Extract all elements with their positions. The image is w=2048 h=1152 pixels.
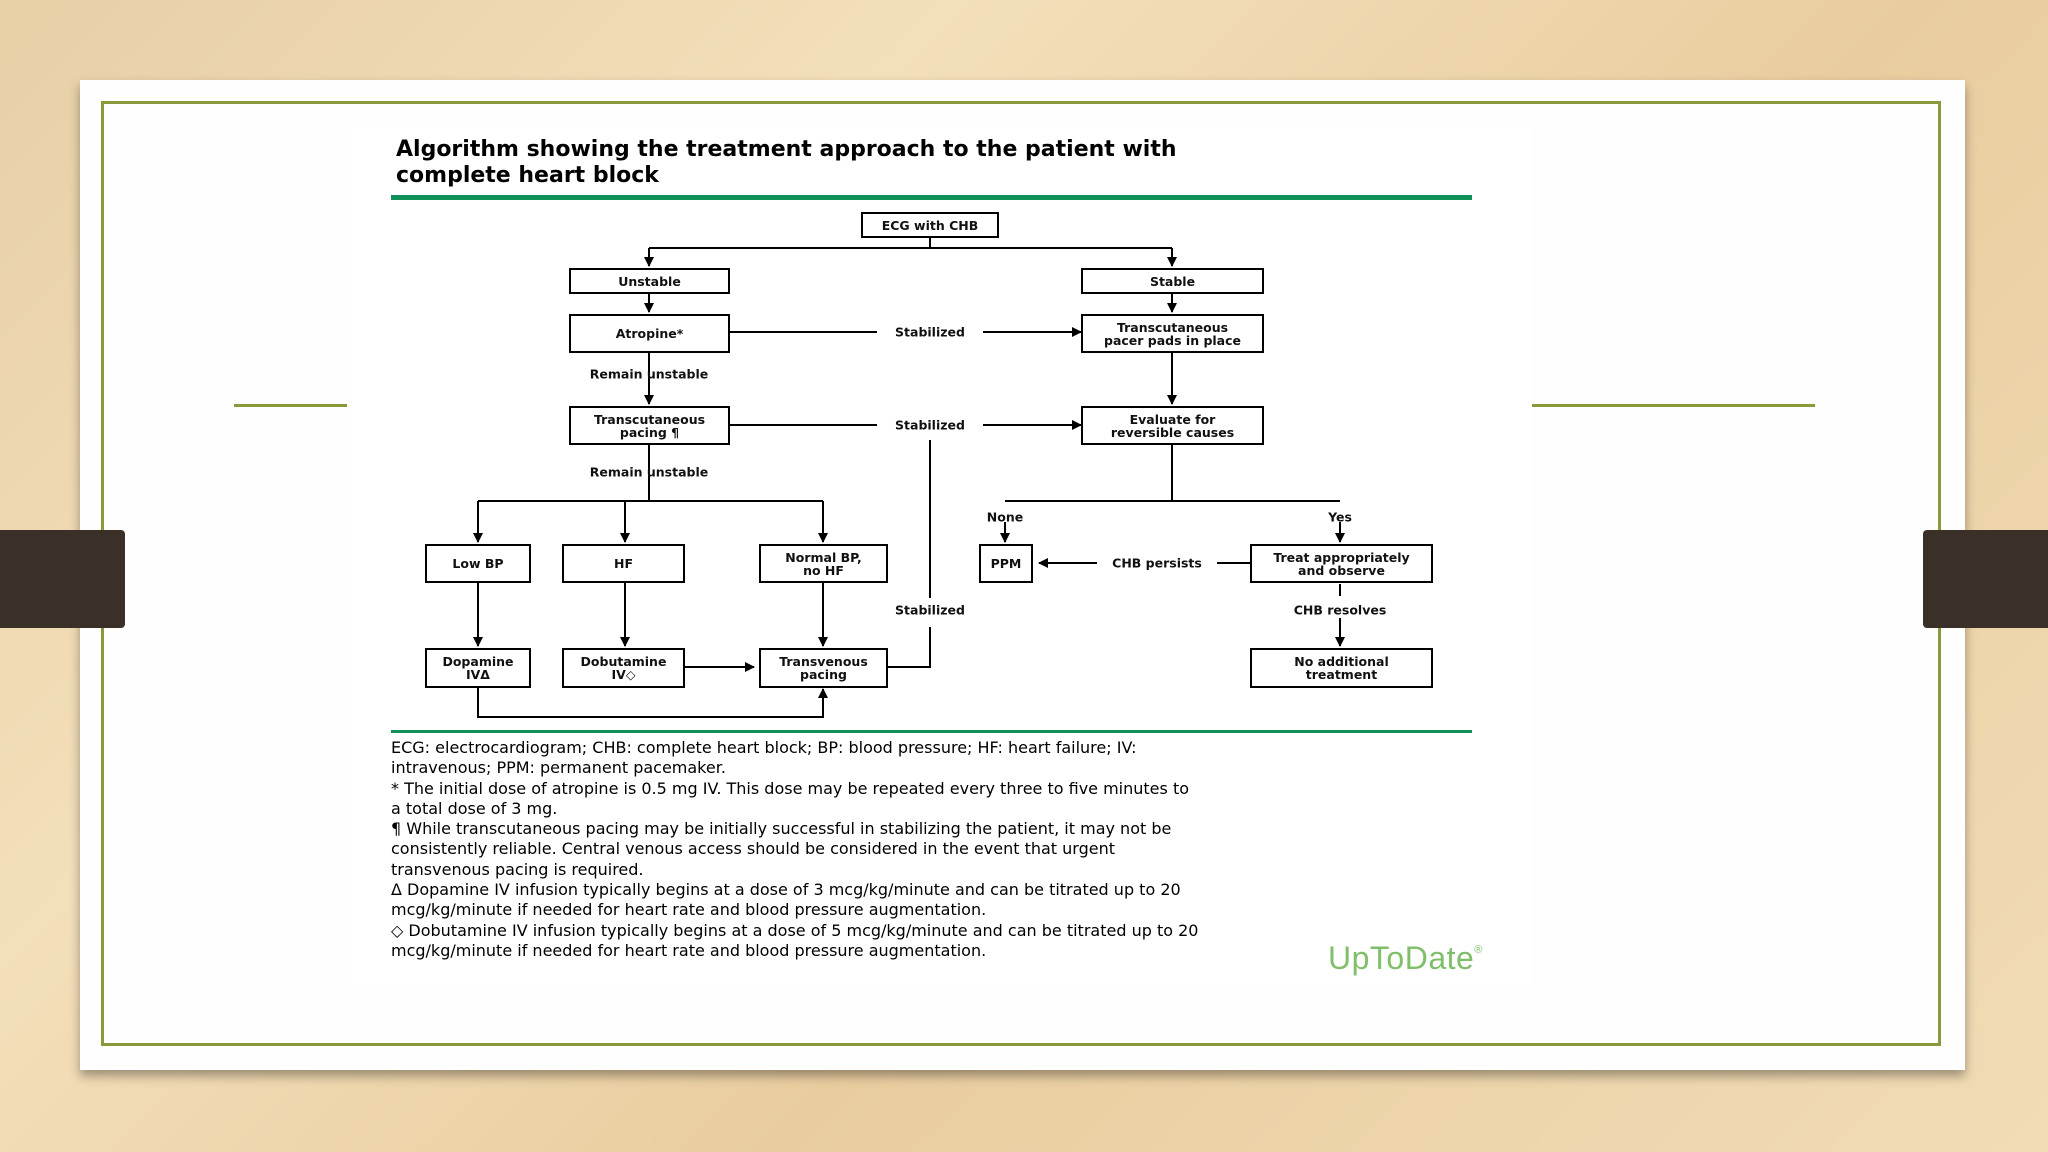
arrow-dopamine-tvpacing (477, 688, 828, 718)
label-yes: Yes (1328, 509, 1352, 525)
node-stable: Stable (1081, 268, 1264, 294)
algorithm-figure: Algorithm showing the treatment approach… (347, 122, 1532, 987)
node-pacer-pads: Transcutaneous pacer pads in place (1081, 314, 1264, 353)
footnote-line: ◇ Dobutamine IV infusion typically begin… (391, 920, 1199, 940)
decorative-line-right (1530, 404, 1815, 407)
label-stabilized: Stabilized (895, 324, 965, 340)
connector-tvpacing-stabilized (888, 627, 931, 668)
node-treat-observe: Treat appropriately and observe (1250, 544, 1433, 583)
footnote-line: consistently reliable. Central venous ac… (391, 839, 1116, 859)
slide-tab-right (1923, 530, 2048, 628)
node-no-additional: No additional treatment (1250, 648, 1433, 688)
node-unstable: Unstable (569, 268, 730, 294)
label-none: None (986, 509, 1024, 525)
footnote-line: mcg/kg/minute if needed for heart rate a… (391, 940, 987, 960)
title-rule (391, 195, 1472, 200)
notes-rule (391, 730, 1472, 733)
footnote-line: transvenous pacing is required. (391, 859, 644, 879)
node-hf: HF (562, 544, 685, 583)
label-remain-unstable: Remain unstable (589, 366, 709, 382)
node-normal-bp: Normal BP, no HF (759, 544, 888, 583)
uptodate-logo: UpToDate® (1328, 940, 1483, 977)
node-dobutamine: Dobutamine IV◇ (562, 648, 685, 688)
footnote-line: a total dose of 3 mg. (391, 798, 558, 818)
node-dopamine: Dopamine IVΔ (425, 648, 531, 688)
node-atropine: Atropine* (569, 314, 730, 353)
label-chb-resolves: CHB resolves (1293, 602, 1387, 618)
footnotes: ECG: electrocardiogram; CHB: complete he… (391, 738, 1491, 961)
node-transvenous-pacing: Transvenous pacing (759, 648, 888, 688)
node-low-bp: Low BP (425, 544, 531, 583)
slide-tab-left (0, 530, 125, 628)
label-stabilized: Stabilized (895, 417, 965, 433)
label-stabilized: Stabilized (895, 602, 965, 618)
flowchart-connectors (473, 238, 1345, 718)
label-chb-persists: CHB persists (1112, 555, 1202, 571)
node-transcutaneous-pacing: Transcutaneous pacing ¶ (569, 406, 730, 445)
registered-mark: ® (1474, 944, 1483, 956)
node-evaluate-reversible: Evaluate for reversible causes (1081, 406, 1264, 445)
brand-name: UpToDate (1328, 940, 1475, 976)
footnote-line: intravenous; PPM: permanent pacemaker. (391, 758, 726, 778)
node-ecg-with-chb: ECG with CHB (861, 212, 999, 238)
footnote-line: ¶ While transcutaneous pacing may be ini… (391, 819, 1172, 839)
figure-title: Algorithm showing the treatment approach… (396, 137, 1177, 188)
decorative-line-left (234, 404, 349, 407)
label-remain-unstable: Remain unstable (589, 464, 709, 480)
footnote-line: Δ Dopamine IV infusion typically begins … (391, 880, 1181, 900)
footnote-line: * The initial dose of atropine is 0.5 mg… (391, 778, 1189, 798)
node-ppm: PPM (979, 544, 1033, 583)
footnote-line: ECG: electrocardiogram; CHB: complete he… (391, 738, 1137, 757)
footnote-line: mcg/kg/minute if needed for heart rate a… (391, 900, 987, 920)
